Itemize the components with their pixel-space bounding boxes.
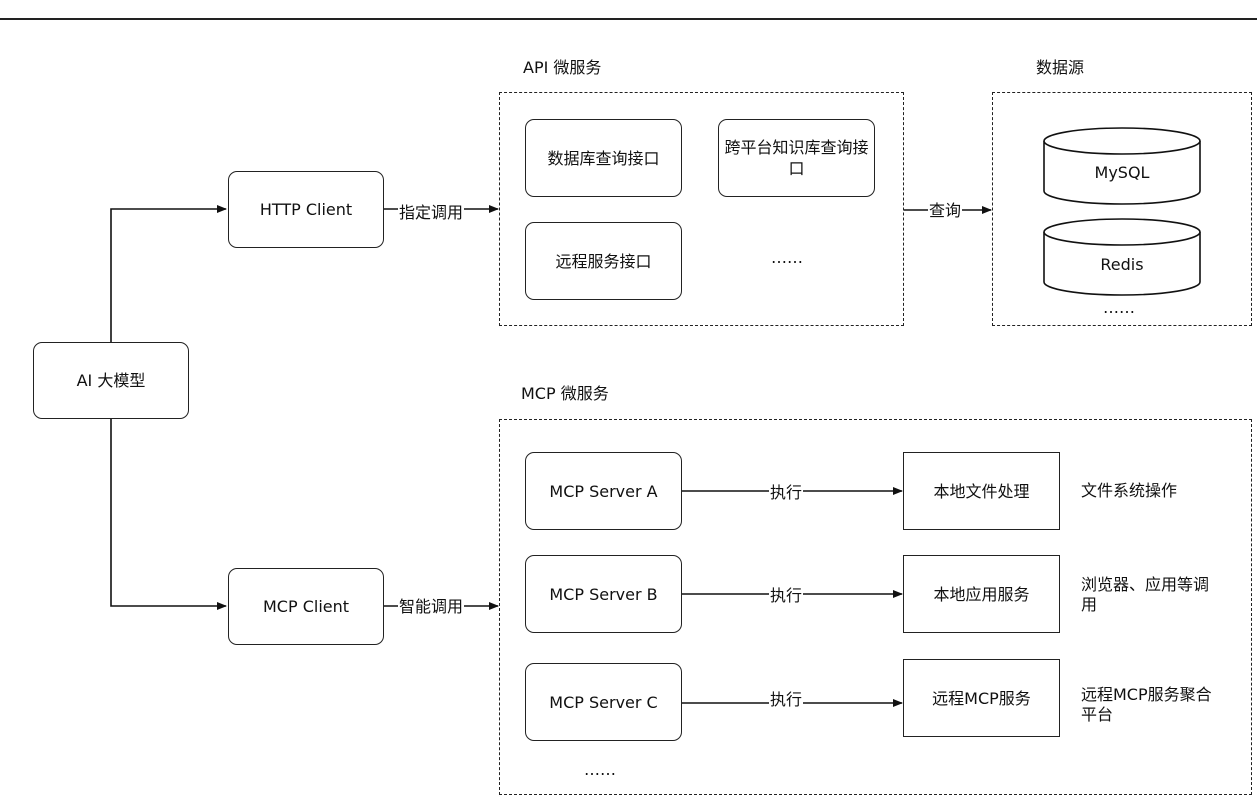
- mcp-server-a-node: MCP Server A: [525, 452, 682, 530]
- datasource-group: [992, 92, 1252, 326]
- mcp-server-a-label: MCP Server A: [549, 481, 658, 501]
- edge-label-exec-b: 执行: [769, 586, 804, 606]
- datasource-group-title: 数据源: [1036, 58, 1085, 77]
- target-local-file-node: 本地文件处理: [903, 452, 1060, 530]
- mcp-server-c-node: MCP Server C: [525, 663, 682, 741]
- redis-cylinder: Redis: [1043, 218, 1201, 296]
- model-to-mcp-edge: [110, 419, 227, 610]
- mcp-client-node: MCP Client: [228, 568, 384, 645]
- edge-label-exec-c: 执行: [769, 690, 804, 710]
- target-local-app-label: 本地应用服务: [933, 584, 1030, 604]
- note-remote-aggregation: 远程MCP服务聚合平台: [1081, 685, 1212, 724]
- target-local-file-label: 本地文件处理: [933, 481, 1030, 501]
- target-remote-mcp-label: 远程MCP服务: [932, 688, 1031, 708]
- http-client-node: HTTP Client: [228, 171, 384, 248]
- datasource-more-ellipsis: ……: [1103, 298, 1135, 317]
- mcp-more-ellipsis: ……: [584, 760, 616, 779]
- edge-label-exec-a: 执行: [769, 483, 804, 503]
- mcp-client-label: MCP Client: [262, 597, 350, 616]
- api-kb-query-node: 跨平台知识库查询接口: [718, 119, 875, 197]
- api-more-ellipsis: ……: [771, 248, 803, 267]
- api-db-query-label: 数据库查询接口: [547, 148, 660, 168]
- mcp-server-b-node: MCP Server B: [525, 555, 682, 633]
- top-divider: [0, 18, 1257, 20]
- edge-label-http: 指定调用: [398, 203, 465, 223]
- mcp-server-c-label: MCP Server C: [549, 692, 658, 712]
- target-remote-mcp-node: 远程MCP服务: [903, 659, 1060, 737]
- api-remote-service-node: 远程服务接口: [525, 222, 682, 300]
- mysql-cylinder-shape: [1043, 127, 1201, 205]
- model-to-http-edge: [110, 205, 227, 342]
- api-kb-query-label: 跨平台知识库查询接口: [724, 138, 869, 178]
- note-file-system: 文件系统操作: [1081, 481, 1178, 500]
- api-db-query-node: 数据库查询接口: [525, 119, 682, 197]
- redis-label: Redis: [1100, 255, 1144, 274]
- http-client-label: HTTP Client: [259, 200, 353, 219]
- mysql-label: MySQL: [1094, 163, 1150, 182]
- redis-cylinder-shape: [1043, 218, 1201, 296]
- ai-model-node: AI 大模型: [33, 342, 189, 419]
- edge-label-mcp: 智能调用: [398, 597, 465, 617]
- api-group-title: API 微服务: [523, 58, 602, 77]
- edge-label-query: 查询: [928, 201, 963, 221]
- target-local-app-node: 本地应用服务: [903, 555, 1060, 633]
- mcp-server-b-label: MCP Server B: [549, 584, 658, 604]
- api-remote-service-label: 远程服务接口: [555, 251, 652, 271]
- note-browser-app: 浏览器、应用等调用: [1081, 575, 1210, 614]
- ai-model-label: AI 大模型: [76, 371, 146, 390]
- mysql-cylinder: MySQL: [1043, 127, 1201, 205]
- mcp-group-title: MCP 微服务: [521, 384, 609, 403]
- mcp-group: [499, 419, 1252, 795]
- api-group: [499, 92, 904, 326]
